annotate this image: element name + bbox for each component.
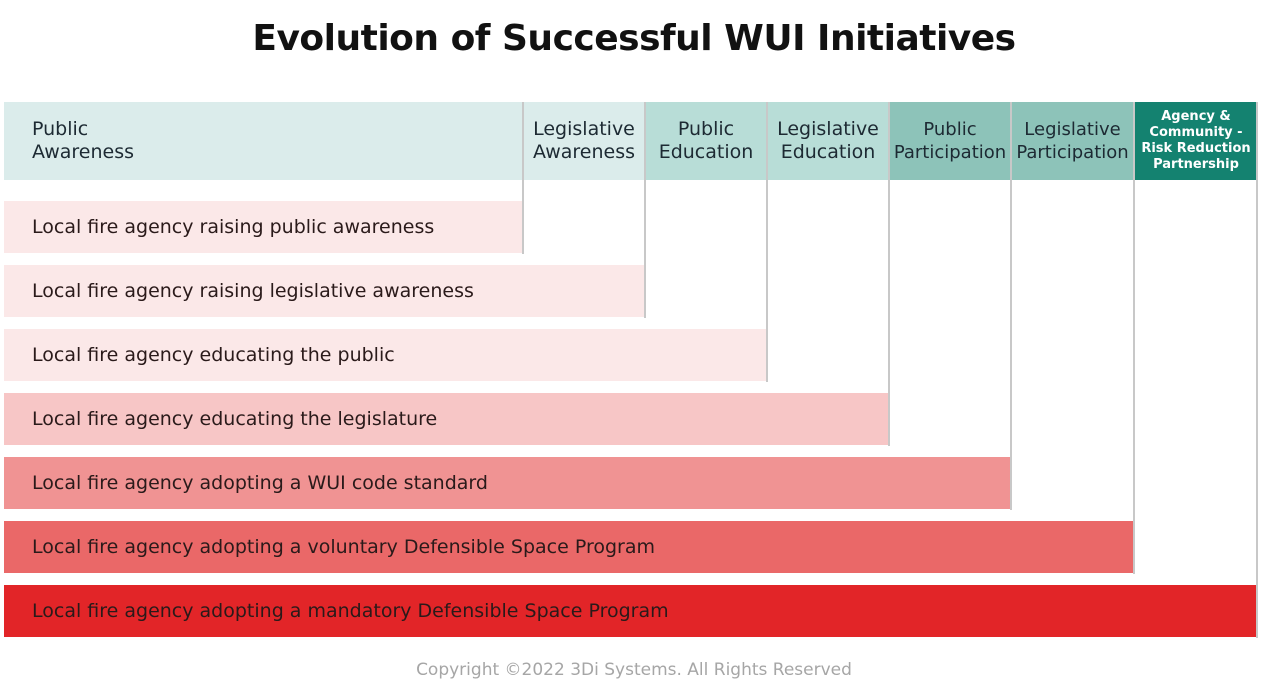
- copyright-notice: Copyright ©2022 3Di Systems. All Rights …: [416, 660, 852, 680]
- stage-header-line: Education: [658, 141, 754, 163]
- column-divider: [522, 102, 524, 254]
- initiative-bar-educating-public: Local fire agency educating the public: [4, 329, 766, 381]
- stage-header-line: Community -: [1149, 125, 1243, 140]
- initiative-bar-mandatory-program: Local fire agency adopting a mandatory D…: [4, 585, 1256, 637]
- stage-header-partnership: Agency & Community - Risk Reduction Part…: [1135, 102, 1257, 180]
- stage-header-line: Risk Reduction: [1141, 141, 1251, 156]
- column-divider: [1010, 102, 1012, 510]
- stage-header-line: Legislative: [533, 118, 635, 140]
- initiative-bar-legislative-awareness: Local fire agency raising legislative aw…: [4, 265, 644, 317]
- stage-header-line: Legislative: [1024, 119, 1121, 140]
- initiative-bar-public-awareness: Local fire agency raising public awarene…: [4, 201, 522, 253]
- column-divider: [1256, 102, 1258, 638]
- column-divider: [644, 102, 646, 318]
- page-title: Evolution of Successful WUI Initiatives: [252, 18, 1016, 59]
- stage-header-line: Public: [923, 119, 977, 140]
- column-divider: [888, 102, 890, 446]
- stage-header-line: Education: [780, 141, 876, 163]
- stage-header-line: Participation: [1016, 142, 1129, 163]
- stage-header-line: Participation: [893, 142, 1007, 163]
- stage-header-line: Public: [677, 118, 735, 140]
- stage-header-line: Public: [32, 118, 89, 140]
- stage-header-line: Legislative: [777, 118, 879, 140]
- stage-header-line: Partnership: [1153, 157, 1239, 172]
- stage-header-line: Awareness: [32, 141, 135, 163]
- stage-header-line: Awareness: [532, 141, 636, 163]
- initiative-bar-educating-legislature: Local fire agency educating the legislat…: [4, 393, 888, 445]
- stage-header-line: Agency &: [1161, 109, 1231, 124]
- column-divider: [1133, 102, 1135, 574]
- initiative-bar-voluntary-program: Local fire agency adopting a voluntary D…: [4, 521, 1133, 573]
- column-divider: [766, 102, 768, 382]
- initiative-bar-wui-code: Local fire agency adopting a WUI code st…: [4, 457, 1010, 509]
